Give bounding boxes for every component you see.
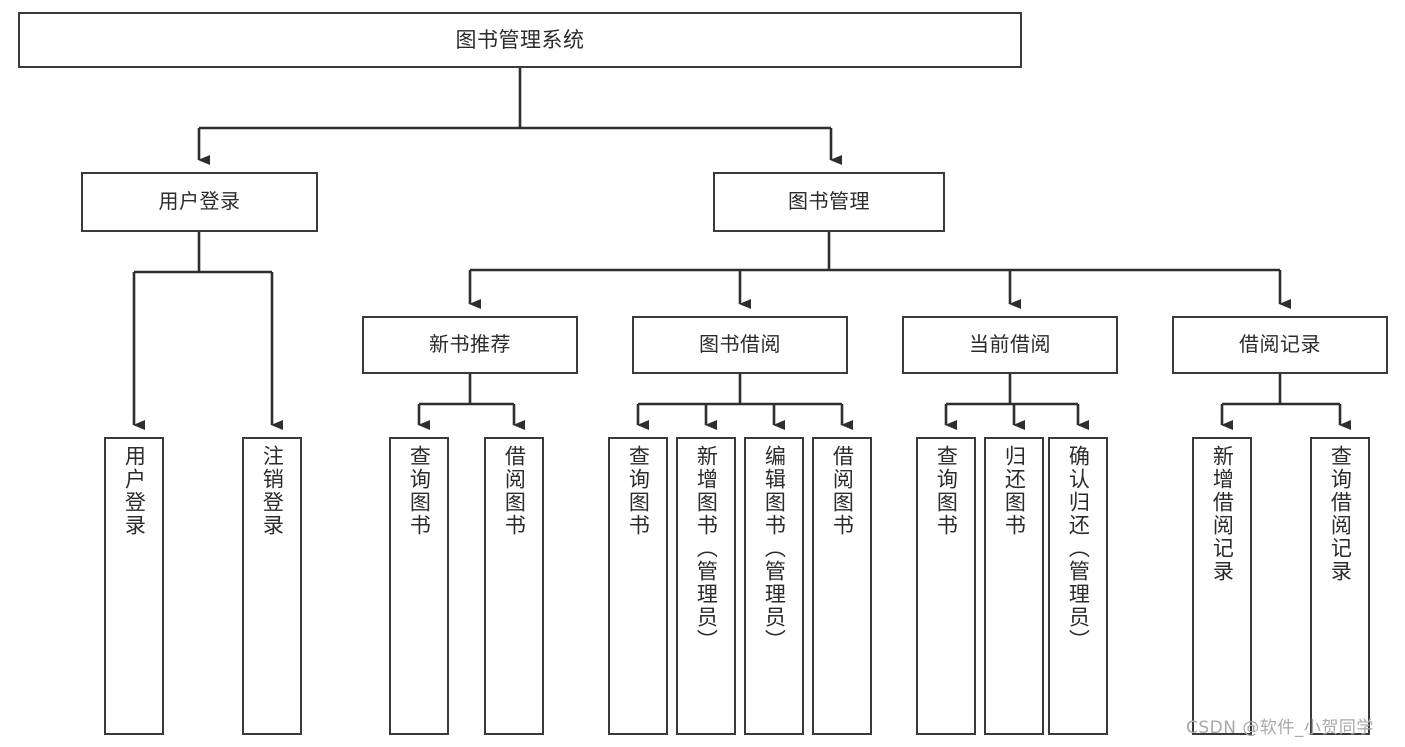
- node-leaf-query-book-3[interactable]: 查询图书: [916, 437, 976, 735]
- node-current-borrow-label: 当前借阅: [969, 332, 1051, 357]
- node-leaf-query-book-2-label: 查询图书: [626, 445, 651, 537]
- node-root[interactable]: 图书管理系统: [18, 12, 1022, 68]
- node-leaf-edit-book[interactable]: 编辑图书（管理员）: [744, 437, 804, 735]
- node-leaf-edit-book-label: 编辑图书（管理员）: [762, 445, 787, 652]
- node-leaf-add-record[interactable]: 新增借阅记录: [1192, 437, 1252, 735]
- node-leaf-add-book-label: 新增图书（管理员）: [694, 445, 719, 652]
- node-new-book-recommend[interactable]: 新书推荐: [362, 316, 578, 374]
- node-leaf-query-record-label: 查询借阅记录: [1328, 445, 1353, 583]
- node-borrow-record[interactable]: 借阅记录: [1172, 316, 1388, 374]
- node-user-login-label: 用户登录: [158, 189, 241, 214]
- node-borrow-record-label: 借阅记录: [1239, 332, 1321, 357]
- node-leaf-query-book-2[interactable]: 查询图书: [608, 437, 668, 735]
- node-leaf-query-record[interactable]: 查询借阅记录: [1310, 437, 1370, 735]
- node-leaf-query-book-1-label: 查询图书: [407, 445, 432, 537]
- node-leaf-borrow-book-2-label: 借阅图书: [830, 445, 855, 537]
- node-leaf-logout-label: 注销登录: [260, 445, 285, 537]
- node-leaf-query-book-3-label: 查询图书: [934, 445, 959, 537]
- node-user-login[interactable]: 用户登录: [81, 172, 318, 232]
- node-leaf-query-book-1[interactable]: 查询图书: [389, 437, 449, 735]
- node-leaf-borrow-book-1[interactable]: 借阅图书: [484, 437, 544, 735]
- node-leaf-confirm-return-label: 确认归还（管理员）: [1066, 445, 1091, 652]
- node-new-book-recommend-label: 新书推荐: [429, 332, 511, 357]
- node-root-label: 图书管理系统: [455, 27, 585, 52]
- node-leaf-confirm-return[interactable]: 确认归还（管理员）: [1048, 437, 1108, 735]
- node-book-borrow-label: 图书借阅: [699, 332, 781, 357]
- node-leaf-add-book[interactable]: 新增图书（管理员）: [676, 437, 736, 735]
- node-book-manage[interactable]: 图书管理: [713, 172, 945, 232]
- node-leaf-borrow-book-1-label: 借阅图书: [502, 445, 527, 537]
- node-leaf-logout[interactable]: 注销登录: [242, 437, 302, 735]
- node-book-borrow[interactable]: 图书借阅: [632, 316, 848, 374]
- node-book-manage-label: 图书管理: [788, 189, 870, 214]
- node-current-borrow[interactable]: 当前借阅: [902, 316, 1118, 374]
- node-leaf-user-login[interactable]: 用户登录: [104, 437, 164, 735]
- node-leaf-return-book[interactable]: 归还图书: [984, 437, 1044, 735]
- node-leaf-return-book-label: 归还图书: [1002, 445, 1027, 537]
- node-leaf-borrow-book-2[interactable]: 借阅图书: [812, 437, 872, 735]
- node-leaf-user-login-label: 用户登录: [122, 445, 147, 537]
- node-leaf-add-record-label: 新增借阅记录: [1210, 445, 1235, 583]
